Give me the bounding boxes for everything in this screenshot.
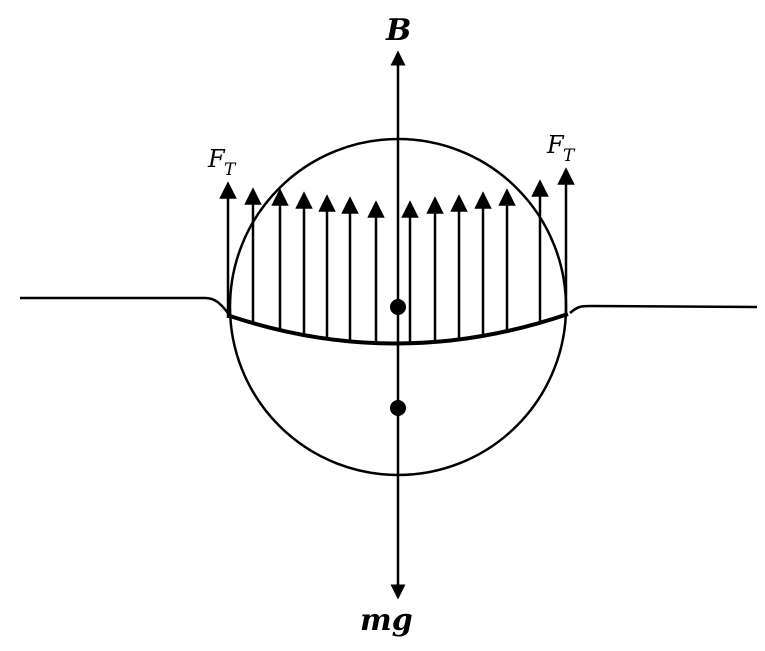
center-of-mass-point — [390, 400, 406, 416]
center-of-buoyancy-point — [390, 299, 406, 315]
water-surface-right — [569, 304, 758, 314]
tension-label-right-main: F — [546, 131, 565, 159]
surface-tension-arrows — [219, 167, 575, 344]
water-surface-left — [20, 296, 229, 314]
tension-label-right-subscript: T — [563, 146, 576, 166]
buoyancy-label: B — [385, 13, 411, 48]
tension-label-left-main: F — [207, 145, 226, 173]
tension-label-right: F T — [546, 131, 576, 166]
weight-label: mg — [360, 603, 413, 638]
tension-label-left-subscript: T — [224, 160, 237, 180]
tension-label-left: F T — [207, 145, 237, 180]
